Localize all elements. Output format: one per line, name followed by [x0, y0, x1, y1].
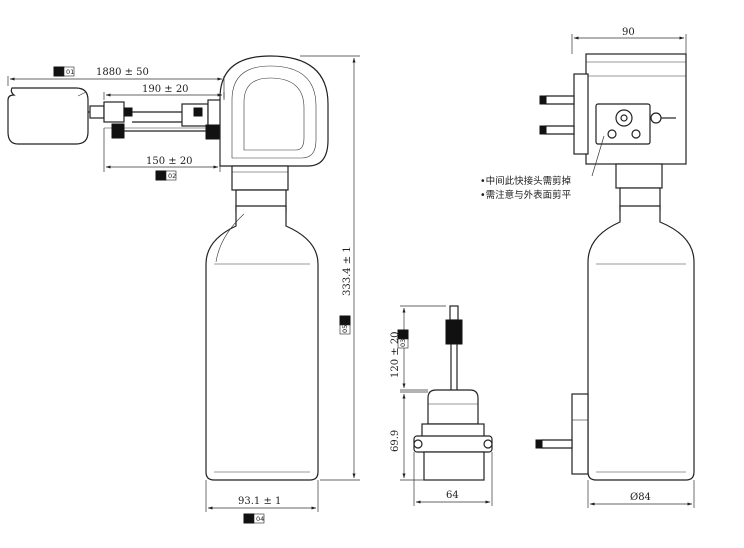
base-diameter-label: Ø84	[630, 492, 651, 503]
module-body	[413, 389, 493, 481]
side-neck	[615, 163, 663, 211]
side-pins	[539, 95, 575, 135]
cable-length-label: 1880 ± 50	[96, 67, 149, 78]
dimension-lead-length: 120 ± 20 03	[390, 305, 446, 391]
side-view	[535, 53, 695, 481]
note-line-2: •需注意与外表面剪平	[480, 189, 572, 201]
lead-length-label: 120 ± 20	[390, 331, 401, 378]
module-height-label: 69.9	[390, 430, 401, 452]
dimension-module-height: 69.9	[390, 391, 428, 481]
height-label: 333.4 ± 1	[342, 246, 353, 296]
plug-length-label: 150 ± 20	[146, 156, 193, 167]
dimension-height: 333.4 ± 1 05	[300, 55, 360, 481]
dimension-top-width: 90	[571, 27, 687, 54]
connector-length-label: 190 ± 20	[142, 84, 189, 95]
svg-text:01: 01	[66, 68, 74, 76]
dimension-plug-length: 150 ± 20 02	[103, 128, 221, 181]
top-width-label: 90	[622, 27, 635, 38]
tag-05: 05	[339, 315, 351, 335]
module-view	[413, 305, 493, 481]
top-housing	[573, 53, 687, 165]
notes: •中间此快接头需剪掉 •需注意与外表面剪平	[480, 135, 605, 201]
float-plug	[7, 87, 89, 145]
svg-text:03: 03	[399, 339, 407, 347]
tag-02: 02	[155, 170, 177, 181]
dimension-base-diameter: Ø84	[587, 480, 695, 508]
cable-connectors	[88, 99, 225, 140]
side-body	[587, 205, 695, 481]
bottle-body	[205, 205, 319, 481]
svg-text:04: 04	[256, 515, 264, 523]
dimension-module-width: 64	[413, 452, 493, 506]
module-width-label: 64	[446, 490, 459, 501]
tag-01: 01	[53, 66, 75, 77]
note-line-1: •中间此快接头需剪掉	[480, 175, 572, 187]
lead-plug	[445, 305, 463, 390]
dimension-cable-length: 01 1880 ± 50	[7, 66, 225, 98]
dimension-connector-length: 190 ± 20	[103, 84, 225, 100]
body-diameter-label: 93.1 ± 1	[238, 496, 281, 507]
svg-text:05: 05	[341, 325, 349, 333]
svg-text:02: 02	[168, 172, 176, 180]
tag-04: 04	[243, 513, 265, 524]
dimension-body-diameter: 93.1 ± 1 04	[205, 480, 319, 524]
tag-03: 03	[397, 329, 409, 349]
neck	[231, 165, 289, 213]
top-hood	[219, 55, 329, 167]
front-view	[7, 55, 329, 481]
side-base-module	[535, 393, 589, 475]
